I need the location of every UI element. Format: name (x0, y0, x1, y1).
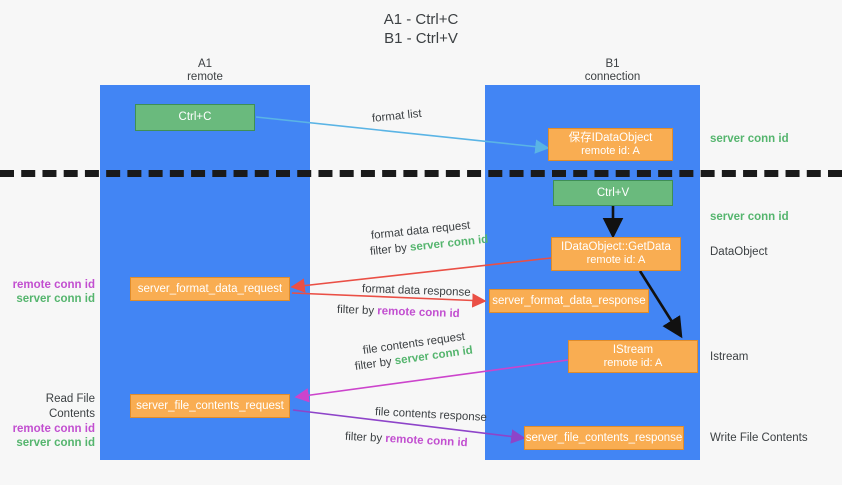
node-idataobject-getdata-remote-id: remote id: A (586, 254, 646, 266)
lane-a1-subtitle: remote (187, 71, 223, 83)
node-ole-idataobject-label: 保存IDataObject (568, 131, 653, 144)
node-server-file-contents-request[interactable]: server_file_contents_request (130, 394, 290, 418)
node-server-file-contents-request-label: server_file_contents_request (136, 399, 284, 412)
filter-value-remote-conn-id-1: remote conn id (377, 305, 460, 321)
left-label-remote-conn-id-1: remote conn id (12, 279, 95, 291)
lane-header-b1: B1 connection (545, 58, 680, 84)
left-label-server-conn-id-2: server conn id (16, 437, 95, 449)
right-label-dataobject: DataObject (710, 246, 768, 258)
lane-b1-subtitle: connection (584, 71, 641, 83)
node-server-format-data-request[interactable]: server_format_data_request (130, 277, 290, 301)
node-server-format-data-response-label: server_format_data_response (492, 294, 646, 307)
left-label-group-1: remote conn id server conn id (10, 278, 95, 306)
title-line-1: A1 - Ctrl+C (383, 11, 459, 28)
left-label-group-2: Read File Contents remote conn id server… (8, 392, 95, 450)
lane-b1-title: B1 (605, 58, 620, 70)
node-ctrl-c-label: Ctrl+C (178, 111, 212, 123)
lane-a1-title: A1 (197, 58, 213, 70)
node-istream-label: IStream (612, 343, 654, 356)
arrow-label-file-contents-response: file contents response (374, 406, 488, 424)
dashed-divider (0, 170, 842, 177)
left-label-remote-conn-id-2: remote conn id (12, 423, 95, 435)
lane-header-a1: A1 remote (140, 58, 270, 84)
page-title: A1 - Ctrl+C B1 - Ctrl+V (0, 10, 842, 48)
node-ctrl-v[interactable]: Ctrl+V (553, 180, 673, 206)
node-server-file-contents-response-label: server_file_contents_response (525, 431, 683, 444)
right-label-write-file-contents: Write File Contents (710, 432, 808, 444)
right-label-server-conn-id-top: server conn id (710, 133, 789, 145)
node-server-format-data-response[interactable]: server_format_data_response (489, 289, 649, 313)
arrow-label-format-list: format list (371, 107, 423, 125)
left-label-server-conn-id-1: server conn id (16, 293, 95, 305)
right-label-server-conn-id-second: server conn id (710, 211, 789, 223)
title-line-2: B1 - Ctrl+V (384, 30, 458, 47)
node-ole-idataobject-remote-id: remote id: A (581, 144, 640, 157)
node-server-file-contents-response[interactable]: server_file_contents_response (524, 426, 684, 450)
node-istream-remote-id: remote id: A (603, 356, 663, 369)
node-server-format-data-request-label: server_format_data_request (137, 282, 283, 295)
arrow-label-format-data-response-filter: filter by remote conn id (336, 303, 460, 321)
arrow-label-format-data-response: format data response (361, 283, 471, 299)
node-ctrl-c[interactable]: Ctrl+C (135, 104, 255, 131)
node-idataobject-getdata-label: IDataObject::GetData (561, 241, 671, 253)
node-ole-idataobject[interactable]: 保存IDataObject remote id: A (548, 128, 673, 161)
right-label-istream: Istream (710, 351, 749, 363)
node-ctrl-v-label: Ctrl+V (596, 186, 630, 199)
arrow-label-file-contents-response-filter: filter by remote conn id (344, 430, 468, 450)
node-idataobject-getdata[interactable]: IDataObject::GetData remote id: A (551, 237, 681, 271)
filter-value-remote-conn-id-2: remote conn id (384, 432, 468, 450)
left-label-read-file-contents: Read File Contents (45, 393, 95, 420)
node-istream[interactable]: IStream remote id: A (568, 340, 698, 373)
